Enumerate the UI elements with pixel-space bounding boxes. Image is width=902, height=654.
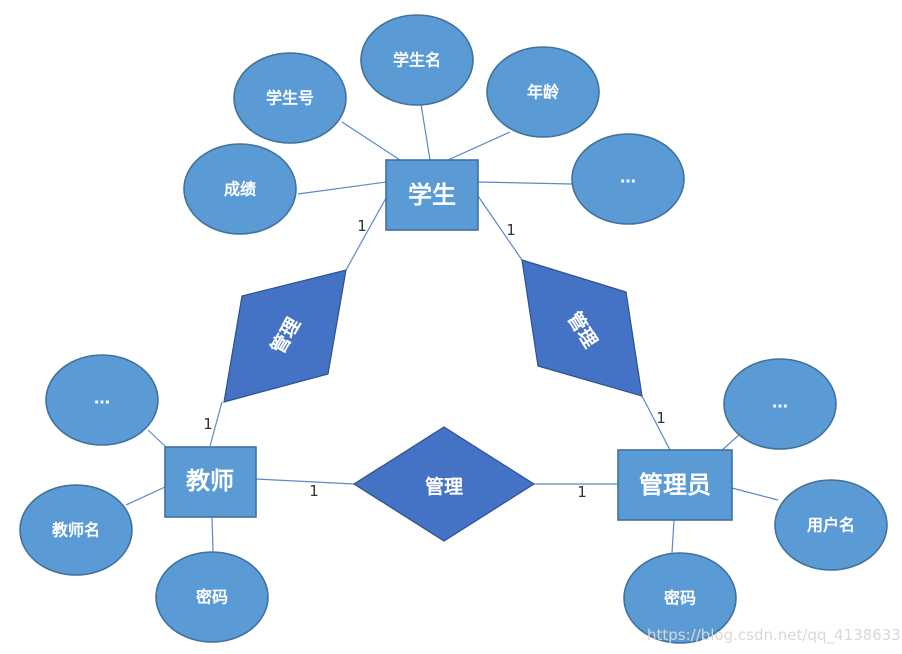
attribute-teacher-more: … [45,354,159,446]
entity-admin: 管理员 [617,449,733,521]
svg-text:密码: 密码 [663,589,696,608]
svg-text:学生名: 学生名 [393,51,441,70]
cardinality-student-teacher: 1 [357,217,367,235]
relationship-teacher-student: 管理 [223,269,347,403]
connector-lines [125,103,779,554]
cardinality-teacher-student: 1 [203,415,213,433]
svg-text:…: … [620,168,636,187]
attribute-admin-password: 密码 [623,552,737,644]
attribute-student-grade: 成绩 [183,143,297,235]
cardinality-teacher-admin: 1 [309,482,319,500]
svg-text:学生号: 学生号 [266,89,314,108]
attribute-student-id: 学生号 [233,52,347,144]
svg-text:教师名: 教师名 [52,521,100,540]
attribute-admin-more: … [723,358,837,450]
svg-text:用户名: 用户名 [807,516,855,535]
entity-teacher: 教师 [164,446,257,518]
watermark-text: https://blog.csdn.net/qq_41386332 [647,626,902,645]
attribute-student-name: 学生名 [360,14,474,106]
entity-admin-label: 管理员 [639,471,711,499]
relationship-admin-student: 管理 [521,259,643,397]
svg-text:成绩: 成绩 [224,180,256,199]
svg-text:密码: 密码 [195,588,228,607]
attribute-student-age: 年龄 [486,46,600,138]
relationship-teacher-admin-label: 管理 [425,475,463,498]
svg-text:…: … [94,389,110,408]
svg-text:年龄: 年龄 [527,83,560,102]
entity-student: 学生 [385,159,479,231]
attribute-teacher-password: 密码 [155,551,269,643]
relationship-teacher-admin: 管理 [352,426,536,542]
cardinality-admin-teacher: 1 [577,483,587,501]
cardinality-admin-student: 1 [656,409,666,427]
entity-teacher-label: 教师 [186,467,234,495]
svg-text:…: … [772,393,788,412]
entity-student-label: 学生 [408,181,456,209]
cardinality-student-admin: 1 [506,221,516,239]
attribute-admin-username: 用户名 [774,479,888,571]
attribute-student-more: … [571,133,685,225]
attribute-teacher-name: 教师名 [19,484,133,576]
